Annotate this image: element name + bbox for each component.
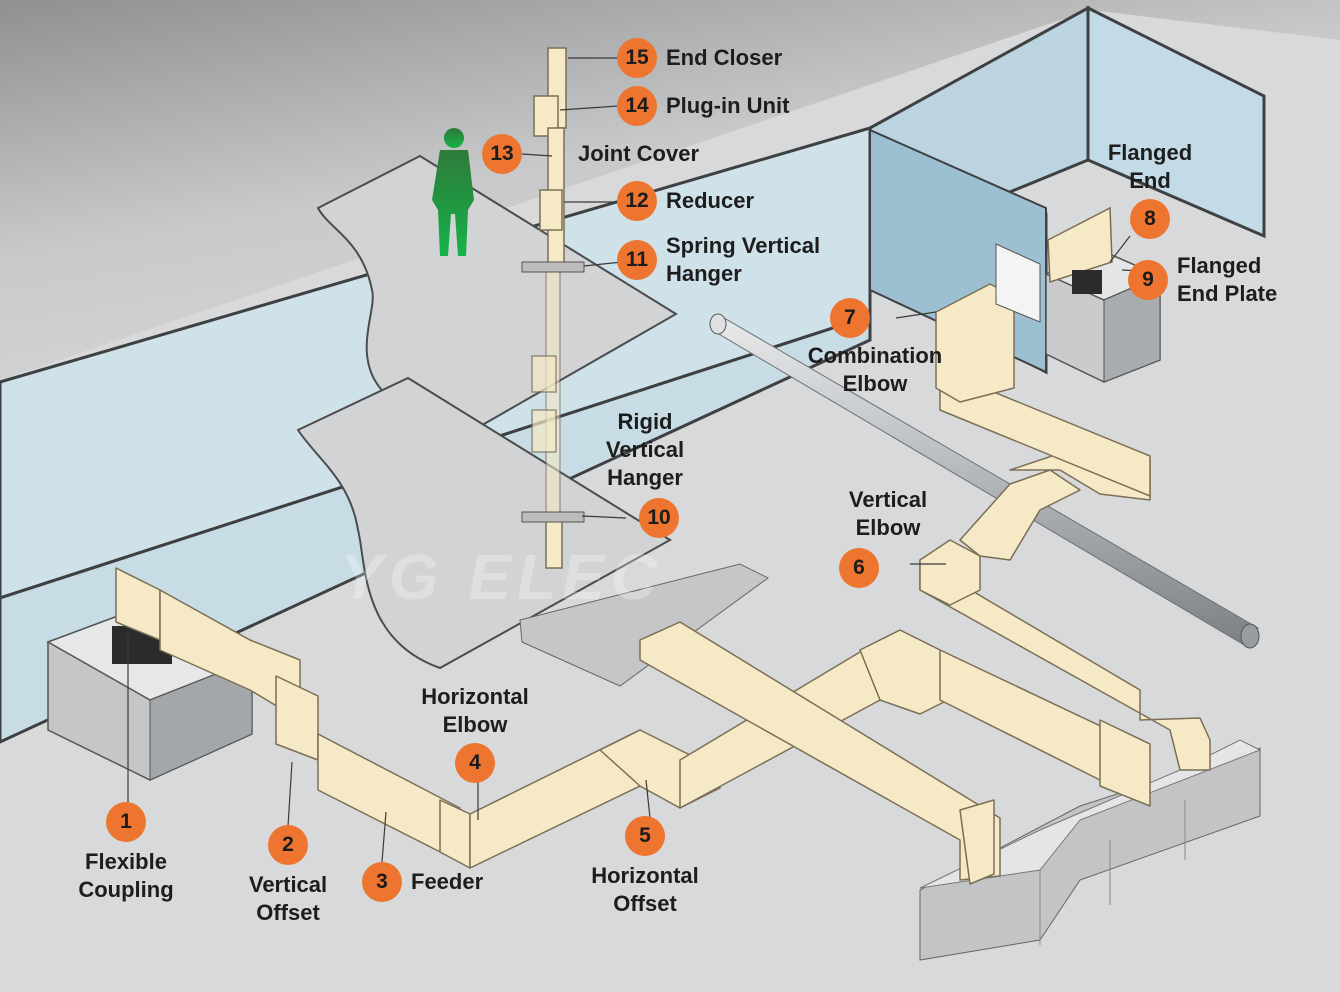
callout-6: Vertical Elbow 6 [828, 486, 948, 588]
callout-15-label: End Closer [666, 45, 783, 70]
callout-2: 2 Vertical Offset [228, 825, 348, 927]
callout-8: Flanged End 8 [1100, 139, 1200, 239]
callout-11-number: 11 [617, 240, 657, 280]
callout-2-label: Vertical Offset [248, 872, 328, 925]
callout-4-label: Horizontal Elbow [421, 684, 529, 737]
callout-14-label: Plug-in Unit [666, 93, 790, 118]
callout-12: 12 Reducer [617, 181, 754, 221]
watermark-text: YG ELEC [340, 541, 663, 613]
wall-flange [995, 243, 1041, 323]
callout-14: 14 Plug-in Unit [617, 86, 789, 126]
callout-5: 5 Horizontal Offset [570, 816, 720, 918]
callout-3: 3 Feeder [362, 862, 483, 902]
pipe [709, 313, 1260, 649]
riser-hangers [521, 261, 585, 523]
callout-7-label: Combination Elbow [807, 343, 943, 396]
callout-15: 15 End Closer [617, 38, 782, 78]
callout-5-number: 5 [625, 816, 665, 856]
callout-3-label: Feeder [411, 869, 484, 894]
callout-6-number: 6 [839, 548, 879, 588]
callout-12-label: Reducer [666, 188, 755, 213]
plinths [919, 739, 1262, 961]
callout-6-label: Vertical Elbow [848, 487, 928, 540]
callout-1: 1 Flexible Coupling [58, 802, 194, 904]
callout-11-label: Spring Vertical Hanger [666, 233, 821, 286]
busway-flanged-end [1047, 206, 1113, 294]
callout-10: Rigid Vertical Hanger 10 [580, 408, 710, 538]
callout-4-number: 4 [455, 743, 495, 783]
callout-13-number: 13 [482, 134, 522, 174]
callout-2-number: 2 [268, 825, 308, 865]
callout-8-label: Flanged End [1107, 140, 1193, 193]
callout-7-number: 7 [830, 298, 870, 338]
callout-3-number: 3 [362, 862, 402, 902]
callout-9-label: Flanged End Plate [1177, 253, 1278, 306]
callout-13: 13 Joint Cover [482, 134, 699, 174]
callout-10-number: 10 [639, 498, 679, 538]
callout-13-label: Joint Cover [578, 141, 700, 166]
callout-8-number: 8 [1130, 199, 1170, 239]
callout-7: 7 Combination Elbow [790, 298, 960, 398]
callout-9-number: 9 [1128, 260, 1168, 300]
callout-10-label: Rigid Vertical Hanger [605, 409, 685, 490]
ceiling-shade [0, 0, 1340, 380]
callout-15-number: 15 [617, 38, 657, 78]
callout-1-number: 1 [106, 802, 146, 842]
callout-11: 11 Spring Vertical Hanger [617, 232, 856, 288]
vertical-riser [531, 47, 567, 569]
callout-9: 9 Flanged End Plate [1128, 252, 1307, 308]
callout-12-number: 12 [617, 181, 657, 221]
busway-run [115, 283, 1211, 885]
person-figure [432, 128, 474, 256]
callout-1-label: Flexible Coupling [78, 849, 174, 902]
floor-slab-lower [296, 376, 672, 670]
callout-14-number: 14 [617, 86, 657, 126]
callout-5-label: Horizontal Offset [591, 863, 699, 916]
callout-4: Horizontal Elbow 4 [400, 683, 550, 783]
